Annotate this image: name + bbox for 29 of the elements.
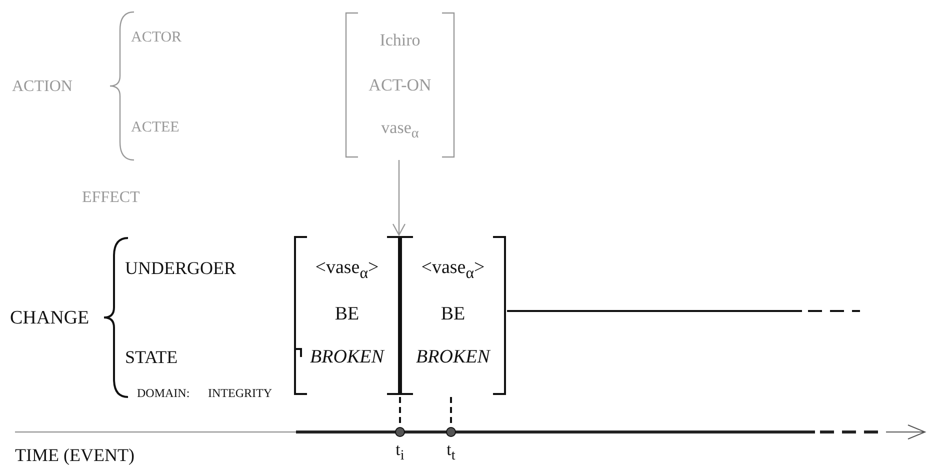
- role-label: CHANGE: [10, 308, 90, 328]
- time-point-label: t$_{t}$: [446, 441, 456, 463]
- matrix-entry: BROKEN: [310, 348, 384, 366]
- role-label: ACTOR: [131, 30, 182, 46]
- matrix-entry: vase$_{α}$: [381, 119, 419, 141]
- matrix-entry: <vase$_{α}$>: [315, 258, 379, 282]
- role-label: UNDERGOER: [125, 259, 236, 277]
- matrix-entry: Ichiro: [380, 32, 420, 48]
- matrix-entry: ACT-ON: [368, 76, 432, 94]
- dashed-connector: [399, 397, 401, 426]
- role-label: ACTEE: [131, 120, 180, 136]
- axis-label: TIME (EVENT): [15, 446, 134, 464]
- matrix-entry: BE: [334, 304, 360, 324]
- dashed-connector: [450, 397, 452, 426]
- role-label: EFFECT: [82, 190, 140, 206]
- matrix-entry: BROKEN: [416, 348, 490, 366]
- bracket-matrix: [294, 236, 400, 395]
- role-label: STATE: [125, 348, 178, 366]
- role-label: DOMAIN:: [137, 387, 190, 399]
- matrix-entry: BE: [440, 304, 466, 324]
- time-point-marker: [395, 427, 405, 437]
- bracket-matrix: [345, 12, 455, 158]
- matrix-entry: <vase$_{α}$>: [421, 258, 485, 282]
- role-label: INTEGRITY: [208, 387, 272, 399]
- bracket-matrix: [400, 236, 506, 395]
- arrow: [392, 160, 406, 236]
- time-point-label: t$_{i}$: [396, 441, 404, 463]
- role-label: ACTION: [12, 79, 72, 95]
- time-point-marker: [446, 427, 456, 437]
